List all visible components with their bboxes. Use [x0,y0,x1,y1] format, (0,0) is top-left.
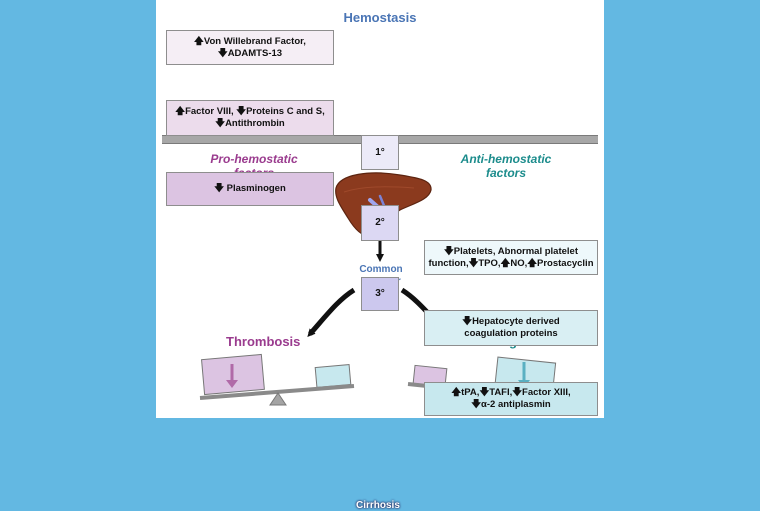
up-arrow-icon: 🡅 [194,35,204,47]
up-arrow-icon: 🡅 [527,257,537,269]
pro-secondary-box: 🡅Factor VIII, 🡇Proteins C and S, 🡇Antith… [166,100,334,136]
down-arrow-icon: 🡇 [215,118,226,129]
anti-secondary-box: 🡇Hepatocyte derived coagulation proteins [424,310,598,346]
down-arrow-icon: 🡇 [236,106,247,117]
down-arrow-icon: 🡇 [214,183,224,194]
down-arrow-icon: 🡇 [462,316,473,327]
pro-primary-box: 🡅Von Willebrand Factor, 🡇ADAMTS-13 [166,30,334,65]
anti-tertiary-box: 🡅tPA,🡇TAFI,🡇Factor XIII, 🡇α-2 antiplasmi… [424,382,598,416]
pro-tertiary-box: 🡇 Plasminogen [166,172,334,206]
down-arrow-icon: 🡇 [479,387,490,398]
up-arrow-icon: 🡅 [451,387,462,398]
cirrhosis-label: Cirrhosis [356,500,400,511]
level-secondary: 2° [361,205,399,241]
level-primary: 1° [361,135,399,170]
down-arrow-icon: 🡇 [217,47,228,59]
figure-panel: Hemostasis 🡅Von Willebrand Factor, 🡇ADAM… [156,0,604,511]
level-tertiary: 3° [361,277,399,311]
arrow-to-thrombosis [307,287,356,337]
anti-hemostatic-label: Anti-hemostatic factors [460,152,552,180]
down-arrow-icon: 🡇 [471,399,482,410]
down-arrow-icon: 🡇 [443,245,454,257]
down-arrow-icon: 🡇 [468,257,479,269]
thrombosis-balance [199,353,355,406]
thrombosis-label: Thrombosis [226,334,301,349]
anti-primary-box: 🡇Platelets, Abnormal platelet function,🡇… [424,240,598,275]
up-arrow-icon: 🡅 [500,257,511,269]
up-arrow-icon: 🡅 [175,106,186,117]
diagram-title: Hemostasis [343,10,417,25]
down-arrow-icon: 🡇 [512,387,523,398]
